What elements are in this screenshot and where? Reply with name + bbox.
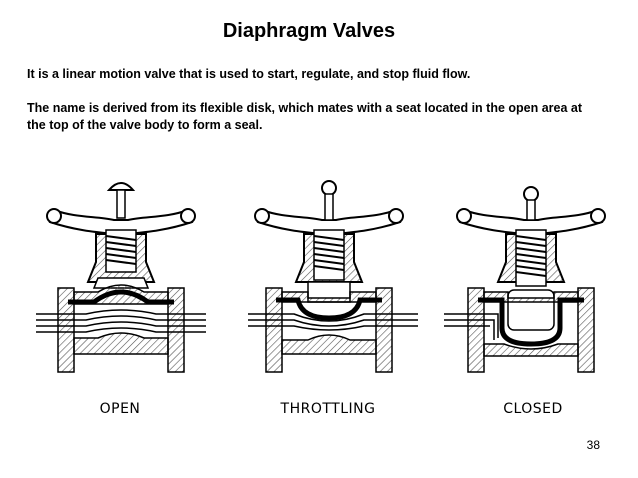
page-number: 38 — [586, 438, 600, 452]
intro-paragraph: It is a linear motion valve that is used… — [27, 67, 471, 81]
open-caption: OPEN — [99, 401, 141, 417]
closed-caption: CLOSED — [503, 401, 563, 417]
description-paragraph: The name is derived from its flexible di… — [27, 101, 583, 132]
throttling-valve-diagram — [248, 178, 418, 378]
open-valve-diagram — [36, 178, 206, 378]
throttling-caption: THROTTLING — [280, 401, 376, 417]
slide-title: Diaphragm Valves — [222, 20, 396, 42]
closed-valve-diagram — [444, 178, 614, 378]
